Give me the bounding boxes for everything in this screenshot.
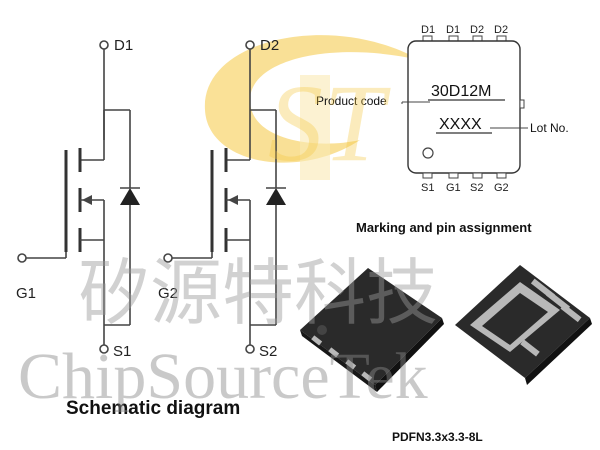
g2-terminal	[163, 253, 173, 263]
watermark-logo-letters: ST	[268, 62, 391, 184]
pin1-dot	[422, 147, 434, 159]
s1-terminal	[99, 344, 109, 354]
s2-label: S2	[259, 343, 277, 360]
top-pin-1: D1	[421, 24, 435, 36]
d1-label: D1	[114, 37, 133, 54]
d2-label: D2	[260, 37, 279, 54]
watermark-chinese: 矽源特科技	[78, 251, 438, 335]
lot-code: XXXX	[439, 116, 482, 133]
bottom-pin-2: G1	[446, 182, 461, 194]
d2-terminal	[245, 40, 255, 50]
g2-label: G2	[158, 285, 178, 302]
mosfet-2-schematic	[163, 40, 286, 354]
product-code: 30D12M	[431, 83, 491, 100]
product-code-label: Product code	[316, 94, 387, 108]
watermark-logo	[204, 35, 420, 180]
marking-caption: Marking and pin assignment	[356, 220, 532, 235]
g1-terminal	[17, 253, 27, 263]
bottom-pin-4: G2	[494, 182, 509, 194]
package-bottom-view	[455, 265, 592, 385]
top-pin-3: D2	[470, 24, 484, 36]
top-pin-4: D2	[494, 24, 508, 36]
mosfet-1-schematic	[17, 40, 140, 354]
top-pin-2: D1	[446, 24, 460, 36]
bottom-pin-3: S2	[470, 182, 483, 194]
d1-terminal	[99, 40, 109, 50]
lot-number-label: Lot No.	[530, 121, 569, 135]
package-top-view	[300, 268, 444, 392]
watermark-english: ChipSourceTek	[18, 340, 428, 413]
marking-diagram	[401, 35, 528, 179]
package-caption: PDFN3.3x3.3-8L	[392, 430, 483, 444]
g1-label: G1	[16, 285, 36, 302]
bottom-pin-1: S1	[421, 182, 434, 194]
schematic-caption: Schematic diagram	[66, 398, 240, 419]
s1-label: S1	[113, 343, 131, 360]
s2-terminal	[245, 344, 255, 354]
